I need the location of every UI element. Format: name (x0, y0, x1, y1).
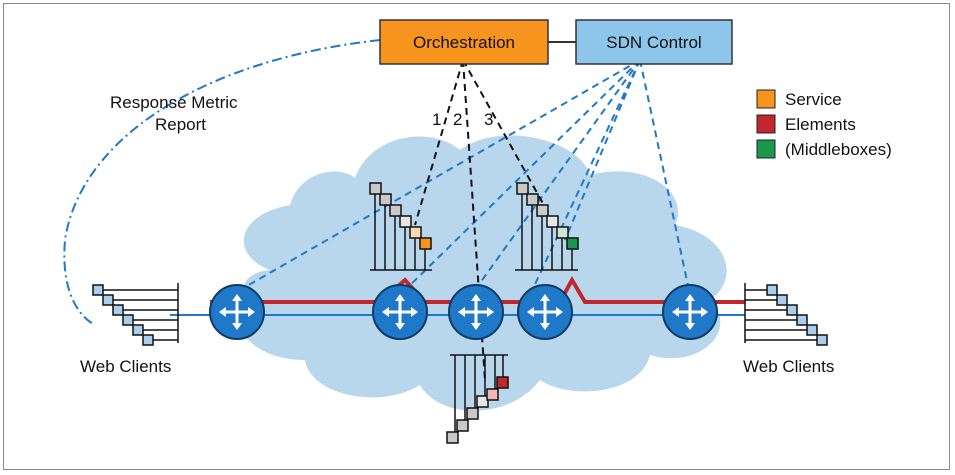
legend-swatch-service (756, 89, 776, 109)
figure-frame (3, 3, 950, 470)
orchestration-box[interactable] (379, 19, 549, 65)
web-clients-left-label: Web Clients (80, 357, 171, 376)
legend-label-elements: Elements (785, 115, 856, 134)
sdn-control-links (239, 59, 691, 296)
response-metric-label-1: Response Metric (110, 93, 238, 112)
step-3-label: 3 (484, 110, 493, 129)
sdn-control-box[interactable] (575, 19, 733, 65)
sdn-control-label: SDN Control (606, 33, 701, 52)
router-4[interactable] (517, 284, 573, 340)
web-clients-right-stack (744, 283, 828, 346)
legend-swatch-elements (756, 114, 776, 134)
middlebox-rack-middlebox (515, 182, 579, 271)
router-5[interactable] (662, 284, 718, 340)
step-1-label: 1 (432, 110, 441, 129)
web-clients-left-stack (92, 283, 179, 346)
orchestration-label: Orchestration (413, 33, 515, 52)
web-clients-right-label: Web Clients (743, 357, 834, 376)
routers (209, 284, 718, 340)
legend-label-middleboxes: (Middleboxes) (785, 140, 892, 159)
legend-swatch-middleboxes (756, 139, 776, 159)
response-metric-label-2: Report (155, 115, 206, 134)
router-1[interactable] (209, 284, 265, 340)
network-cloud (239, 135, 727, 411)
router-2[interactable] (372, 284, 428, 340)
legend-label-service: Service (785, 90, 842, 109)
step-2-label: 2 (453, 110, 462, 129)
router-3[interactable] (448, 284, 504, 340)
middlebox-rack-elements (446, 354, 509, 444)
middlebox-rack-service (369, 182, 432, 271)
legend: Service Elements (Middleboxes) (756, 89, 892, 159)
response-metric-path (63, 39, 381, 326)
